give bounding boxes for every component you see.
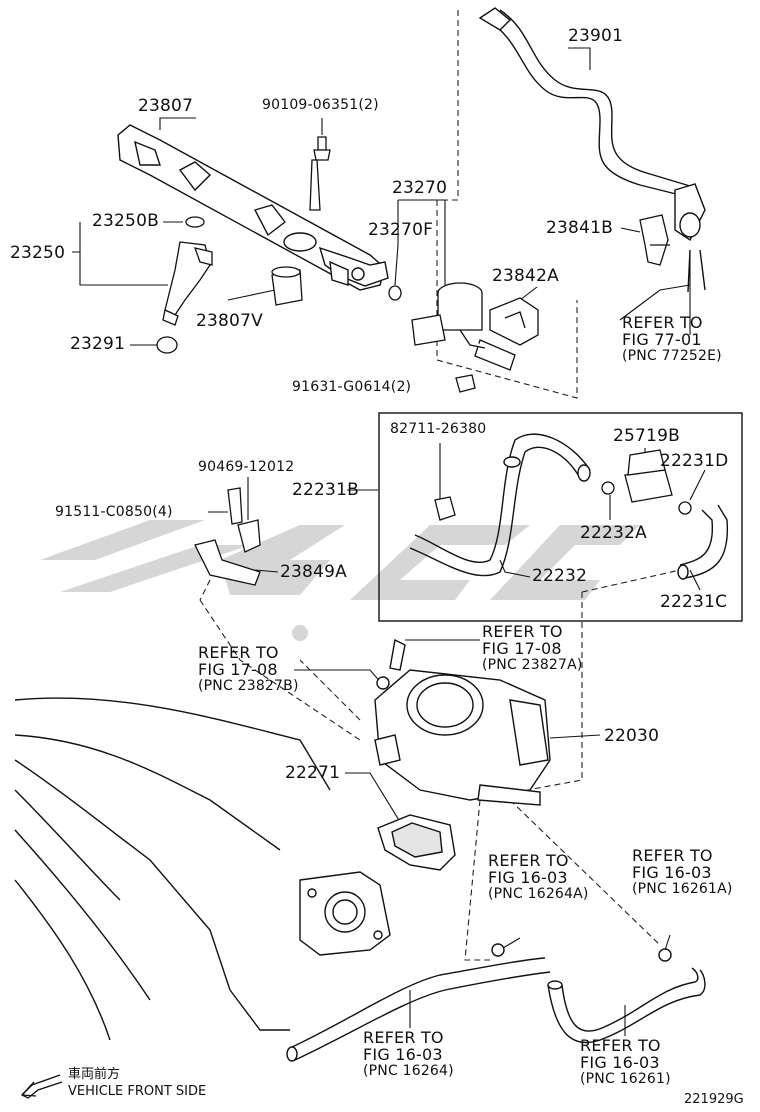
watermark-logo	[40, 520, 640, 641]
ref-line3: (PNC 16264A)	[488, 885, 589, 902]
clip-23841b	[639, 214, 670, 266]
ref-line2: FIG 16-03	[580, 1052, 660, 1072]
ref-fig-16-03-b: REFER TO FIG 16-03 (PNC 16261A)	[632, 846, 733, 897]
label-90109: 90109-06351(2)	[262, 97, 379, 113]
bolt-90109	[309, 136, 331, 211]
vehicle-front-label: VEHICLE FRONT SIDE	[68, 1084, 207, 1099]
fuel-rail	[117, 124, 389, 291]
ref-line2: FIG 17-08	[198, 659, 278, 679]
ref-line1: REFER TO	[363, 1028, 444, 1047]
label-23849a: 23849A	[280, 562, 347, 582]
ref-line3: (PNC 23827A)	[482, 656, 583, 673]
label-23901: 23901	[568, 26, 624, 46]
label-23270: 23270	[392, 178, 448, 198]
ref-line1: REFER TO	[580, 1036, 661, 1055]
fuel-injector	[156, 216, 213, 354]
ref-line3: (PNC 16261)	[580, 1070, 671, 1087]
gasket-22271	[377, 814, 456, 871]
label-22232: 22232	[532, 566, 588, 586]
ref-line1: REFER TO	[482, 622, 563, 641]
ref-line2: FIG 77-01	[622, 329, 702, 349]
label-91511: 91511-C0850(4)	[55, 504, 173, 520]
pressure-regulator	[388, 282, 516, 371]
ref-line3: (PNC 16261A)	[632, 880, 733, 897]
label-22271: 22271	[285, 763, 341, 783]
bracket-23842a	[489, 297, 539, 346]
ref-line2: FIG 16-03	[488, 867, 568, 887]
bracket-23849a	[194, 487, 261, 586]
ref-line2: FIG 16-03	[363, 1044, 443, 1064]
label-22231c: 22231C	[660, 592, 728, 612]
label-23250: 23250	[10, 243, 66, 263]
throttle-body	[374, 638, 551, 806]
ref-line3: (PNC 77252E)	[622, 347, 722, 364]
ref-fig-17-08-b: REFER TO FIG 17-08 (PNC 23827B)	[198, 643, 299, 694]
ref-fig-77-01: REFER TO FIG 77-01 (PNC 77252E)	[622, 313, 722, 364]
ref-line1: REFER TO	[632, 846, 713, 865]
ref-fig-16-03-d: REFER TO FIG 16-03 (PNC 16261)	[580, 1036, 671, 1087]
ref-line1: REFER TO	[622, 313, 703, 332]
label-22232a: 22232A	[580, 523, 647, 543]
label-23807: 23807	[138, 96, 194, 116]
vapor-hose-22232	[409, 433, 591, 577]
ref-line2: FIG 16-03	[632, 862, 712, 882]
bolt-91631	[455, 374, 476, 393]
clip-82711	[434, 496, 456, 521]
label-82711: 82711-26380	[390, 421, 487, 437]
label-23291: 23291	[70, 334, 126, 354]
label-22231d: 22231D	[660, 451, 729, 471]
label-22231b: 22231B	[292, 480, 359, 500]
ref-fig-16-03-a: REFER TO FIG 16-03 (PNC 16264A)	[488, 851, 589, 902]
ref-line3: (PNC 16264)	[363, 1062, 454, 1079]
label-22030: 22030	[604, 726, 660, 746]
ref-line1: REFER TO	[488, 851, 569, 870]
ref-line1: REFER TO	[198, 643, 279, 662]
vapor-hose-22231c	[677, 504, 729, 580]
water-hose-16264	[286, 943, 551, 1062]
leader-lines	[72, 47, 706, 1036]
fuel-hose-23901	[478, 7, 706, 293]
water-hose-16261	[547, 948, 706, 1044]
label-91631: 91631-G0614(2)	[292, 379, 412, 395]
ref-line3: (PNC 23827B)	[198, 677, 299, 694]
ref-fig-17-08-a: REFER TO FIG 17-08 (PNC 23827A)	[482, 622, 583, 673]
ref-fig-16-03-c: REFER TO FIG 16-03 (PNC 16264)	[363, 1028, 454, 1079]
label-23807v: 23807V	[196, 311, 263, 331]
label-23270f: 23270F	[368, 220, 434, 240]
sub-assembly-box	[378, 412, 743, 622]
vehicle-front-jp-label: 車両前方	[68, 1067, 121, 1082]
intake-manifold	[14, 697, 391, 1041]
label-25719b: 25719B	[613, 426, 680, 446]
figure-code: 221929G	[684, 1092, 744, 1107]
ref-line2: FIG 17-08	[482, 638, 562, 658]
label-23842a: 23842A	[492, 266, 559, 286]
vehicle-front-arrow-icon	[20, 1074, 63, 1099]
vsv-25719b	[601, 449, 692, 515]
label-90469: 90469-12012	[198, 459, 295, 475]
insulator-23807v	[271, 266, 303, 306]
label-23841b: 23841B	[546, 218, 613, 238]
label-23250b: 23250B	[92, 211, 159, 231]
